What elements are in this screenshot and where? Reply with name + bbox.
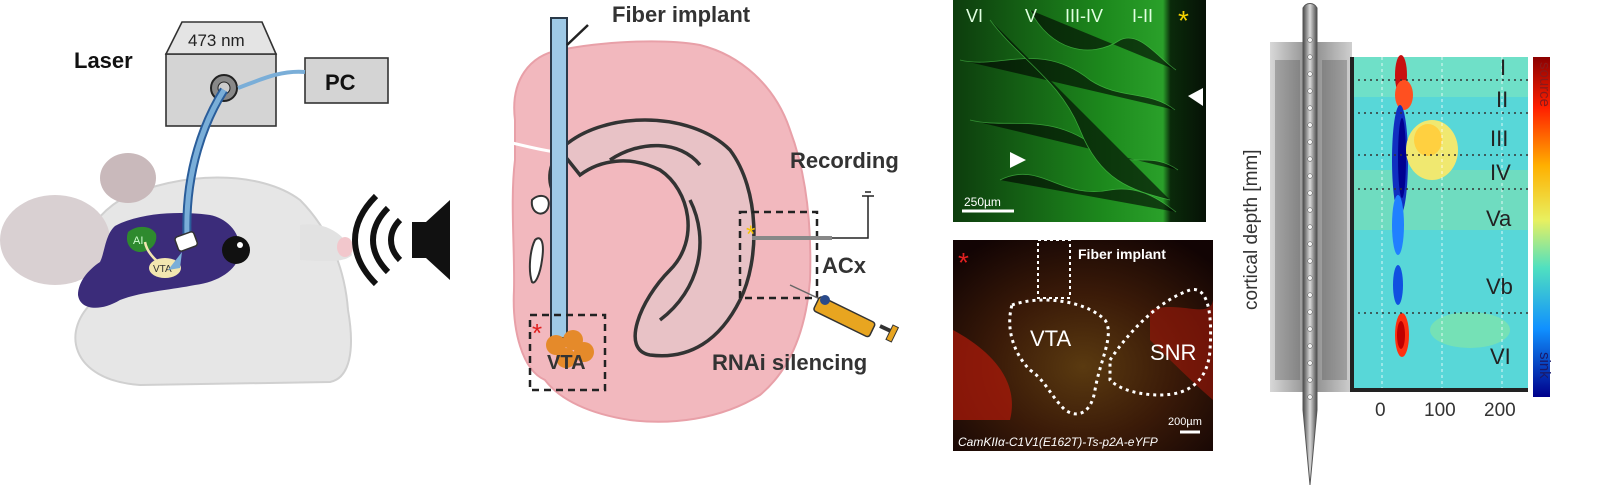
wavelength-label: 473 nm bbox=[188, 31, 245, 50]
pc-box bbox=[304, 57, 389, 104]
vta-slice-label: VTA bbox=[547, 352, 586, 374]
speaker-icon bbox=[352, 193, 450, 287]
scale-label-bottom: 200µm bbox=[1168, 416, 1202, 428]
csd-layer-vb: Vb bbox=[1486, 274, 1513, 299]
coronal-slice-panel: Fiber implant VTA * * Recording ACx RNAi… bbox=[499, 2, 900, 423]
mouse-eye bbox=[222, 236, 250, 264]
snr-label: SNR bbox=[1150, 340, 1196, 365]
fiber-track bbox=[1037, 239, 1071, 299]
csd-layer-iii: III bbox=[1490, 126, 1508, 151]
mouse-nose bbox=[337, 237, 353, 257]
snr-outline bbox=[1108, 288, 1213, 397]
ventricle-2 bbox=[528, 237, 544, 284]
yellow-star-histology: * bbox=[1178, 5, 1189, 36]
yellow-star-slice: * bbox=[746, 221, 755, 248]
laser-label: Laser bbox=[74, 48, 133, 73]
recording-label: Recording bbox=[790, 148, 899, 173]
fiber-implant bbox=[550, 17, 568, 339]
rnai-label: RNAi silencing bbox=[712, 350, 867, 375]
fiber-ferrule bbox=[174, 231, 199, 252]
ai-region bbox=[126, 226, 157, 252]
csd-layer-ii: II bbox=[1496, 87, 1508, 112]
mouse-ear-front bbox=[0, 195, 110, 285]
csd-layer-i: I bbox=[1500, 55, 1506, 80]
laser-top bbox=[164, 21, 278, 55]
depth-axis-label: cortical depth [mm] bbox=[1241, 150, 1262, 311]
histology-top-panel: VI V III-IV I-II * 250µm bbox=[953, 0, 1206, 222]
projection-arrow bbox=[143, 241, 159, 263]
layer-i-ii: I-II bbox=[1132, 6, 1153, 26]
pc-cable bbox=[237, 69, 306, 90]
pc-label: PC bbox=[325, 70, 356, 95]
arrowhead-1 bbox=[1010, 152, 1026, 168]
scale-label-top: 250µm bbox=[964, 195, 1001, 209]
hippocampus bbox=[557, 118, 756, 358]
histology-bottom-panel: * Fiber implant VTA SNR 200µm CamKIIα-C1… bbox=[953, 239, 1213, 451]
vta-outline bbox=[1008, 298, 1110, 416]
acx-label: ACx bbox=[822, 253, 867, 278]
csd-xtick-200: 200 bbox=[1484, 400, 1516, 421]
colorbar-source-label: source bbox=[1536, 62, 1553, 107]
syringe-icon bbox=[789, 284, 900, 343]
acx-box bbox=[738, 210, 819, 300]
arrowhead-2 bbox=[1188, 88, 1203, 106]
red-star-histology: * bbox=[958, 247, 969, 278]
red-star: * bbox=[532, 318, 542, 348]
csd-xtick-0: 0 bbox=[1375, 400, 1386, 421]
csd-layer-iv: IV bbox=[1490, 160, 1511, 185]
layer-v: V bbox=[1025, 6, 1037, 26]
ventricle-1 bbox=[530, 194, 550, 215]
csd-layer-va: Va bbox=[1486, 206, 1512, 231]
fiber-implant-label: Fiber implant bbox=[612, 2, 751, 27]
vta-box bbox=[528, 313, 607, 392]
csd-colorbar bbox=[1533, 57, 1550, 397]
probe-contacts bbox=[1307, 37, 1313, 400]
construct-caption: CamKIIα-C1V1(E162T)-Ts-p2A-eYFP bbox=[958, 435, 1158, 449]
csd-xtick-100: 100 bbox=[1424, 400, 1456, 421]
csd-layer-vi: VI bbox=[1490, 344, 1511, 369]
sink-band-lower bbox=[1392, 195, 1404, 255]
layer-iii-iv: III-IV bbox=[1065, 6, 1103, 26]
colorbar-sink-label: sink bbox=[1536, 352, 1553, 379]
mouse-ear-back bbox=[100, 153, 156, 203]
fiber-implant-histology-label: Fiber implant bbox=[1078, 246, 1166, 262]
csd-panel: cortical depth [mm] bbox=[1241, 3, 1553, 486]
mouse-setup-panel: AI VTA 473 nm Laser PC bbox=[0, 21, 450, 387]
vta-region bbox=[149, 258, 181, 278]
vta-histology-label: VTA bbox=[1030, 326, 1071, 351]
light-cone bbox=[168, 252, 182, 270]
ai-label: AI bbox=[133, 235, 143, 247]
vta-cluster bbox=[546, 330, 594, 368]
layer-vi: VI bbox=[966, 6, 983, 26]
vta-label: VTA bbox=[153, 264, 172, 275]
